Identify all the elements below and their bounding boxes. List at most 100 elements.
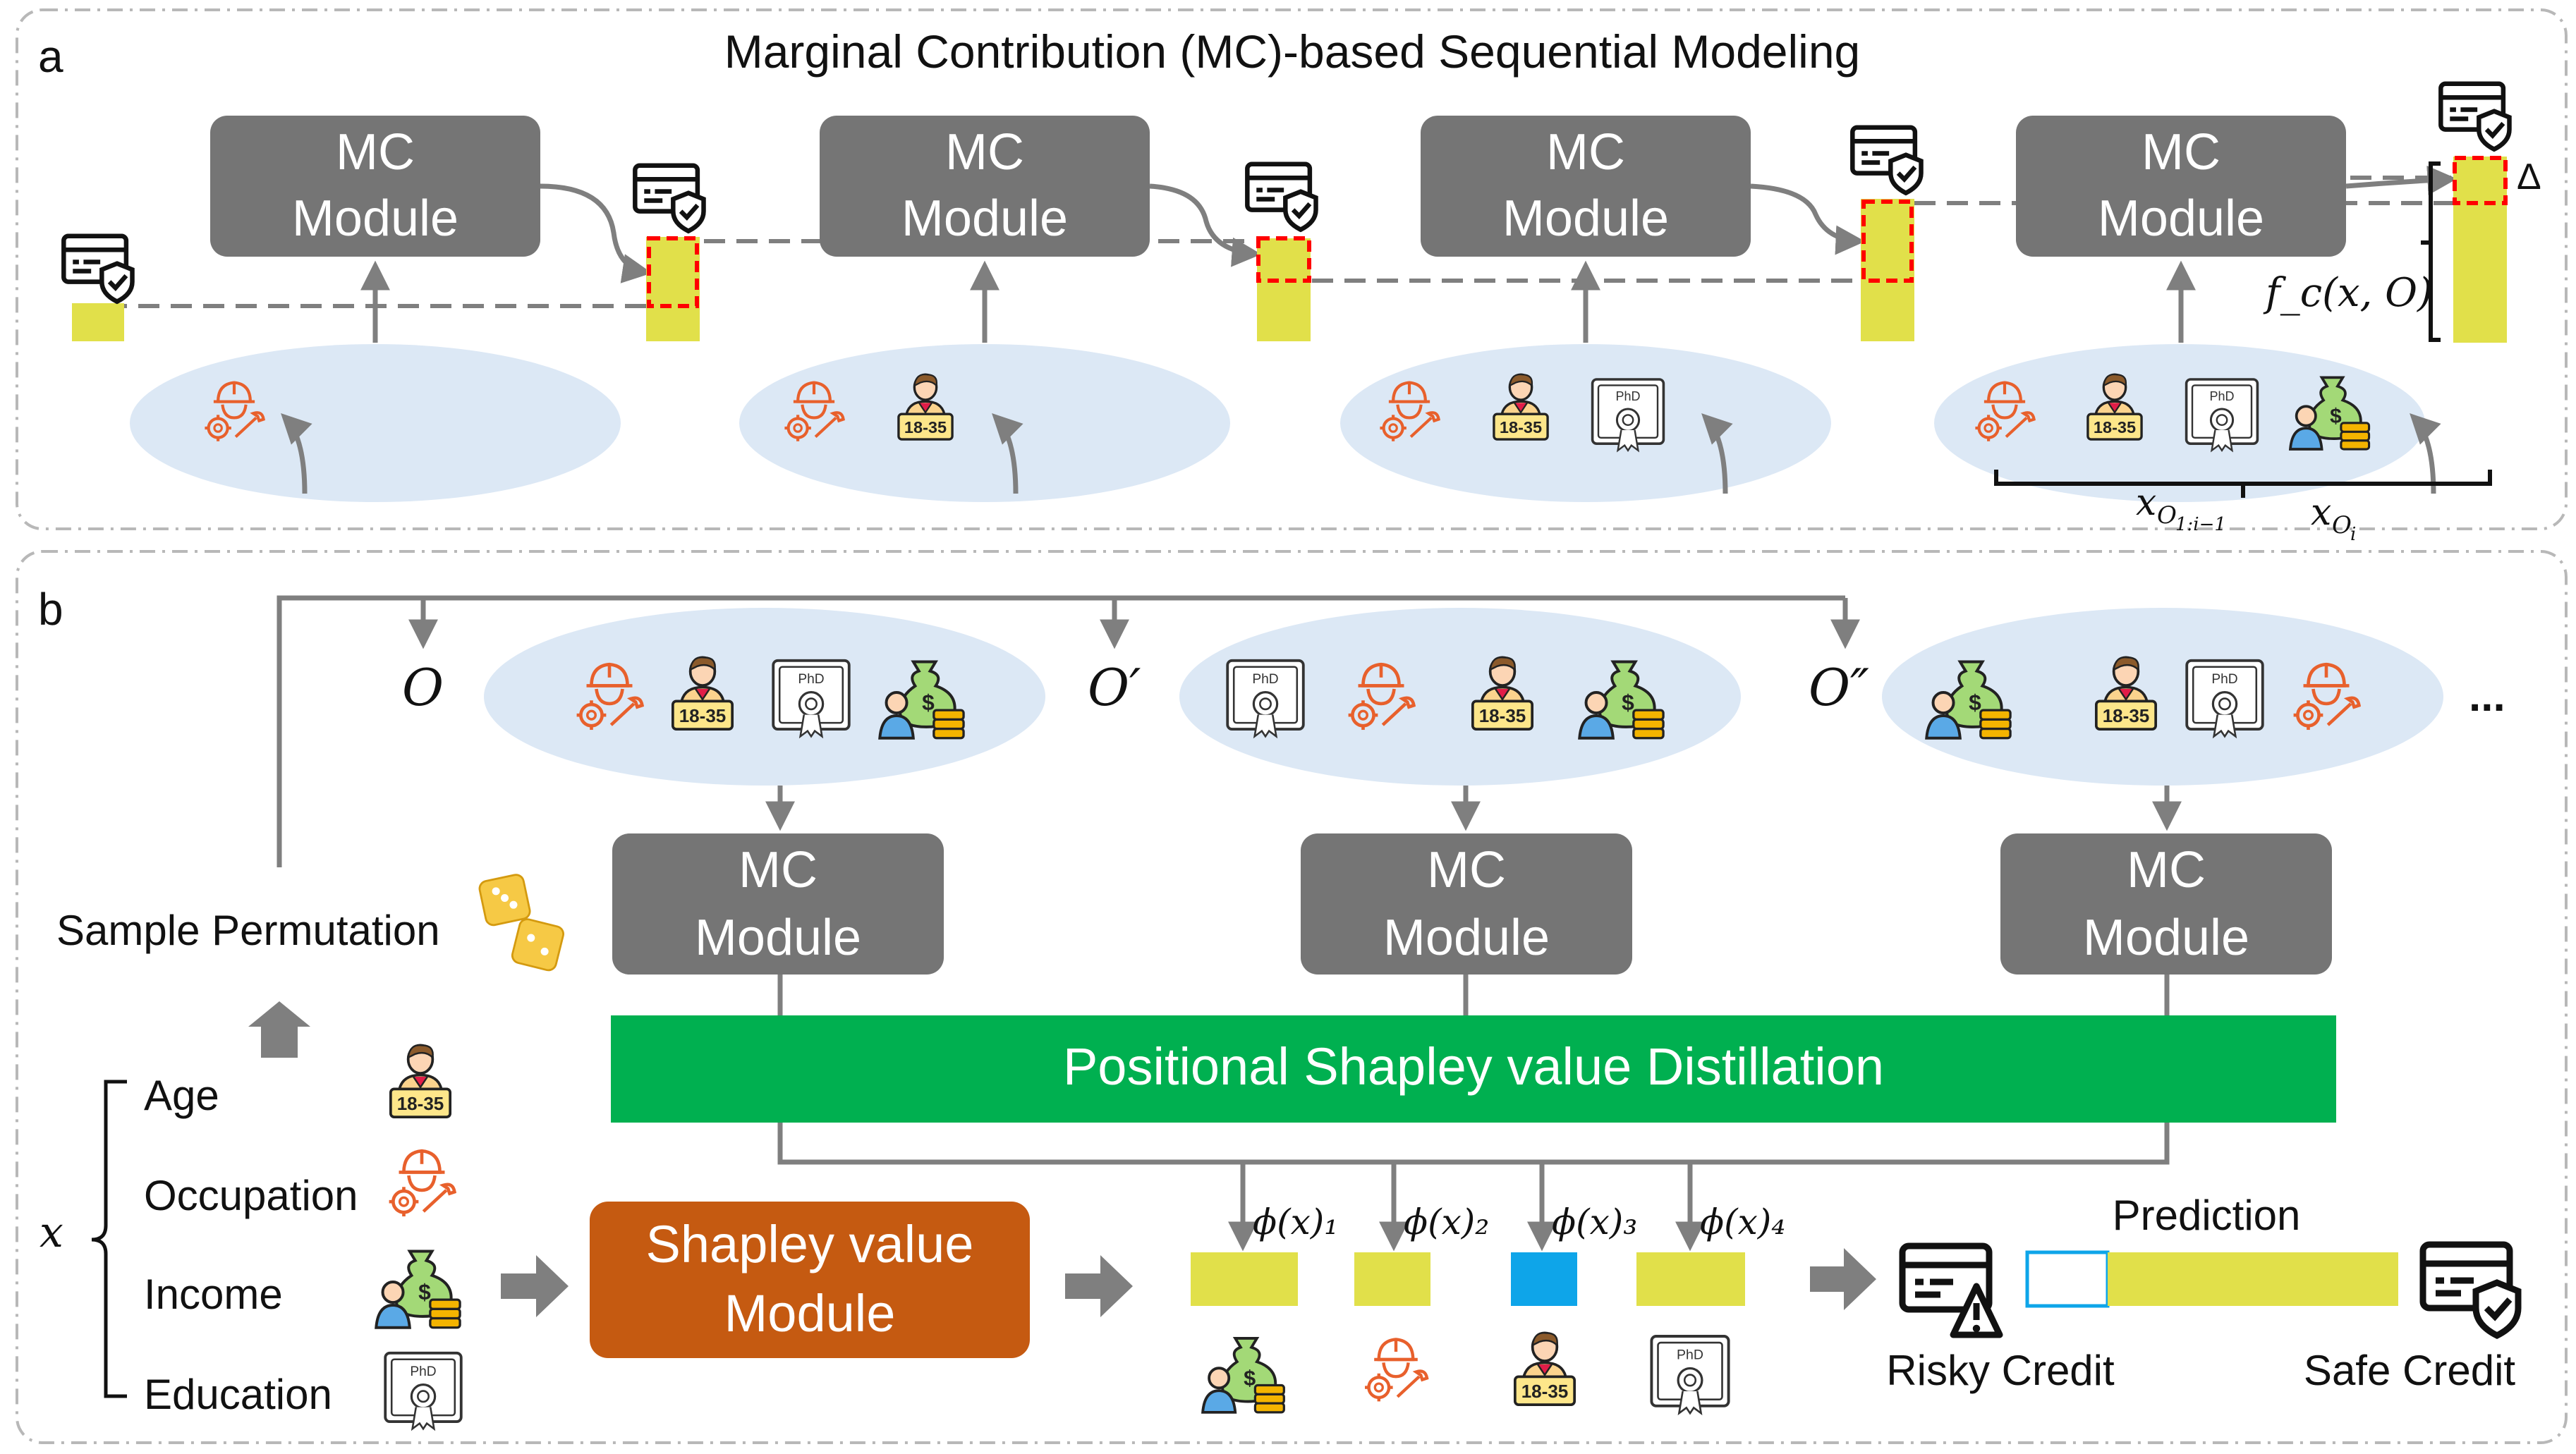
feature-label-income: Income bbox=[144, 1271, 283, 1318]
svg-text:1:i−1: 1:i−1 bbox=[2175, 514, 2226, 535]
panel-b-letter: b bbox=[38, 584, 63, 635]
mc-module-a1: MC Module bbox=[210, 116, 540, 257]
education-icon bbox=[1591, 378, 1665, 452]
feature-set-ellipse-1 bbox=[130, 344, 621, 502]
svg-text:Module: Module bbox=[292, 190, 458, 247]
age-icon bbox=[389, 1044, 452, 1118]
marginal-contribution-box-1 bbox=[647, 236, 699, 308]
permutation-ellipse-1 bbox=[484, 608, 1045, 786]
distillation-output-lines bbox=[777, 1123, 2170, 1252]
block-arrow-to-prediction bbox=[1810, 1248, 1876, 1310]
education-icon bbox=[1227, 661, 1304, 737]
education-icon bbox=[773, 661, 849, 737]
svg-text:MC: MC bbox=[945, 124, 1024, 181]
svg-text:Module: Module bbox=[901, 190, 1068, 247]
income-icon bbox=[376, 1251, 460, 1327]
feature-label-occupation: Occupation bbox=[144, 1172, 358, 1219]
prefix-features-label: x O 1:i−1 bbox=[2136, 482, 2226, 535]
input-x-label: x bbox=[40, 1208, 63, 1257]
output-bar-2 bbox=[1257, 238, 1311, 341]
fc-label: f_c(x, O) bbox=[2263, 270, 2433, 316]
marginal-contribution-box-3 bbox=[1861, 200, 1914, 283]
permutation-label-1: O bbox=[402, 658, 444, 717]
module-to-distillation-lines bbox=[777, 975, 2170, 1015]
safe-credit-icon bbox=[2423, 1245, 2518, 1336]
permutation-ellipse-3 bbox=[1882, 608, 2443, 786]
svg-text:Module: Module bbox=[2098, 190, 2264, 247]
svg-text:Module: Module bbox=[1502, 190, 1669, 247]
prediction-risky-portion bbox=[2025, 1250, 2110, 1308]
occupation-icon bbox=[389, 1151, 455, 1216]
mc-module-b2: MC Module bbox=[1301, 833, 1632, 975]
risky-credit-label: Risky Credit bbox=[1886, 1347, 2115, 1394]
phi-label-4: ϕ(x)₄ bbox=[1700, 1202, 1785, 1242]
shapley-value-module: Shapley value Module bbox=[590, 1202, 1030, 1358]
mc-module-a4: MC Module bbox=[2016, 116, 2346, 257]
prefix-brace bbox=[1994, 470, 2492, 498]
feature-set-ellipse-4 bbox=[1934, 344, 2425, 502]
svg-text:MC: MC bbox=[739, 842, 818, 898]
feature-label-age: Age bbox=[144, 1072, 219, 1119]
svg-text:MC: MC bbox=[1546, 124, 1625, 181]
svg-text:O: O bbox=[2332, 511, 2352, 539]
feature-label-education: Education bbox=[144, 1371, 332, 1418]
upward-block-arrow bbox=[248, 1001, 310, 1058]
income-icon bbox=[1201, 1337, 1286, 1414]
permutation-label-3: O″ bbox=[1809, 658, 1869, 717]
permutation-feed-lines bbox=[277, 595, 1860, 867]
svg-text:Module: Module bbox=[724, 1284, 896, 1343]
output-bar-4 bbox=[2453, 157, 2507, 343]
svg-text:Module: Module bbox=[1383, 910, 1550, 966]
dice-icon bbox=[477, 872, 566, 973]
down-arrows-b bbox=[765, 786, 2182, 831]
block-arrow-to-shapley bbox=[501, 1255, 569, 1317]
block-arrow-from-shapley bbox=[1065, 1255, 1133, 1317]
occupation-icon bbox=[1365, 1339, 1427, 1401]
mc-module-b1: MC Module bbox=[612, 833, 944, 975]
safe-card-icon bbox=[63, 236, 132, 302]
age-icon bbox=[1513, 1331, 1576, 1406]
panel-a-title: Marginal Contribution (MC)-based Sequent… bbox=[724, 25, 1861, 78]
shapley-bar-4 bbox=[1636, 1252, 1745, 1306]
panel-a-frame bbox=[16, 8, 2568, 530]
mc-module-b3: MC Module bbox=[2000, 833, 2332, 975]
svg-text:i: i bbox=[2350, 524, 2356, 545]
distillation-label: Positional Shapley value Distillation bbox=[1063, 1037, 1884, 1096]
safe-card-icon bbox=[2441, 84, 2509, 149]
safe-credit-label: Safe Credit bbox=[2304, 1347, 2515, 1394]
education-icon bbox=[385, 1353, 461, 1429]
svg-text:x: x bbox=[2311, 491, 2331, 534]
panel-b-frame bbox=[16, 550, 2568, 1444]
shapley-bar-2 bbox=[1354, 1252, 1430, 1306]
svg-text:O: O bbox=[2157, 501, 2177, 530]
more-permutations-ellipsis: ... bbox=[2469, 672, 2505, 721]
education-icon bbox=[2187, 661, 2263, 737]
positional-shapley-distillation-bar bbox=[611, 1015, 2336, 1123]
prediction-safe-portion bbox=[2108, 1252, 2398, 1306]
risky-credit-icon bbox=[1902, 1246, 2000, 1335]
output-bar-3 bbox=[1861, 199, 1914, 341]
mc-module-a2: MC Module bbox=[820, 116, 1150, 257]
svg-text:Module: Module bbox=[2083, 910, 2249, 966]
education-icon bbox=[1651, 1336, 1728, 1413]
safe-card-icon bbox=[1852, 128, 1921, 193]
svg-text:x: x bbox=[2136, 482, 2156, 524]
svg-text:Module: Module bbox=[695, 910, 861, 966]
next-feature-label: x O i bbox=[2311, 491, 2356, 545]
svg-text:MC: MC bbox=[2141, 124, 2220, 181]
marginal-contribution-box-2 bbox=[1256, 236, 1311, 283]
safe-card-icon bbox=[1247, 164, 1316, 230]
phi-label-2: ϕ(x)₂ bbox=[1404, 1202, 1489, 1242]
svg-text:MC: MC bbox=[336, 124, 415, 181]
svg-text:MC: MC bbox=[2127, 842, 2206, 898]
svg-text:Shapley value: Shapley value bbox=[646, 1215, 974, 1273]
delta-label: Δ bbox=[2517, 157, 2541, 197]
shapley-bar-1 bbox=[1191, 1252, 1298, 1306]
shapley-bar-3 bbox=[1511, 1252, 1577, 1306]
sample-permutation-label: Sample Permutation bbox=[56, 907, 440, 954]
feature-set-ellipse-3 bbox=[1340, 344, 1831, 502]
phi-label-3: ϕ(x)₃ bbox=[1552, 1202, 1637, 1242]
panel-a-letter: a bbox=[38, 31, 63, 82]
